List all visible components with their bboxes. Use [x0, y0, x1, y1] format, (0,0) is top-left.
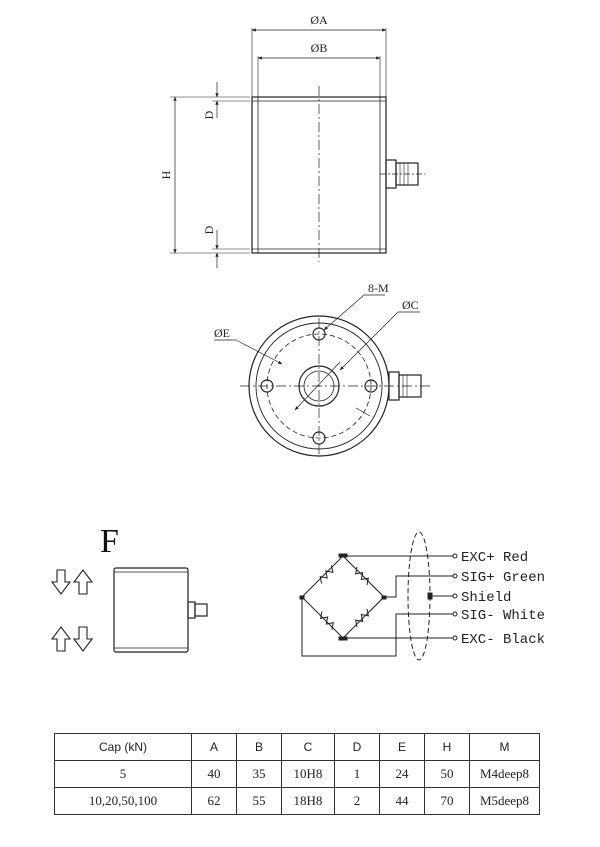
cell: 2 — [334, 787, 380, 815]
load-direction-arrows — [50, 569, 94, 652]
dim-d-bottom: D — [202, 225, 216, 234]
cell: 44 — [379, 787, 425, 815]
top-view — [214, 294, 430, 457]
cell: 55 — [236, 787, 282, 815]
wiring-diagram — [299, 531, 458, 661]
col-c: C — [281, 733, 335, 761]
cell: 10H8 — [281, 760, 335, 788]
table-row: 10,20,50,100 62 55 18H8 2 44 70 M5deep8 — [54, 787, 540, 815]
dim-thread: 8-M — [368, 281, 389, 295]
cell: M5deep8 — [469, 787, 540, 815]
table-row: 5 40 35 10H8 1 24 50 M4deep8 — [54, 760, 540, 788]
cell: 18H8 — [281, 787, 335, 815]
dim-phi-c: ØC — [402, 298, 419, 312]
dim-phi-e: ØE — [214, 326, 230, 340]
wire-shield: Shield — [461, 590, 511, 606]
cell: 24 — [379, 760, 425, 788]
cell: 62 — [191, 787, 237, 815]
cell: 40 — [191, 760, 237, 788]
wire-exc-minus: EXC- Black — [461, 632, 545, 648]
col-a: A — [191, 733, 237, 761]
cell: 70 — [424, 787, 470, 815]
dim-h: H — [159, 170, 173, 179]
col-h: H — [424, 733, 470, 761]
cell: M4deep8 — [469, 760, 540, 788]
col-b: B — [236, 733, 282, 761]
dim-d-top: D — [202, 110, 216, 119]
side-view — [170, 28, 425, 268]
wire-sig-plus: SIG+ Green — [461, 570, 545, 586]
mount-hole-right — [364, 379, 378, 393]
sensor-side-small — [113, 567, 208, 653]
cell: 5 — [54, 760, 192, 788]
dim-phi-b: ØB — [311, 41, 328, 55]
cell: 1 — [334, 760, 380, 788]
table-header-row: Cap (kN) A B C D E H M — [54, 733, 540, 761]
col-cap: Cap (kN) — [54, 733, 192, 761]
cell: 50 — [424, 760, 470, 788]
spec-table: Cap (kN) A B C D E H M 5 40 35 10H8 1 24… — [54, 733, 540, 815]
cylinder-body — [251, 96, 387, 254]
section-letter: F — [100, 523, 119, 560]
dim-phi-a: ØA — [310, 13, 328, 27]
cell: 35 — [236, 760, 282, 788]
wire-exc-plus: EXC+ Red — [461, 550, 528, 566]
col-m: M — [469, 733, 540, 761]
col-e: E — [379, 733, 425, 761]
col-d: D — [334, 733, 380, 761]
wire-sig-minus: SIG- White — [461, 608, 545, 624]
cell: 10,20,50,100 — [54, 787, 192, 815]
